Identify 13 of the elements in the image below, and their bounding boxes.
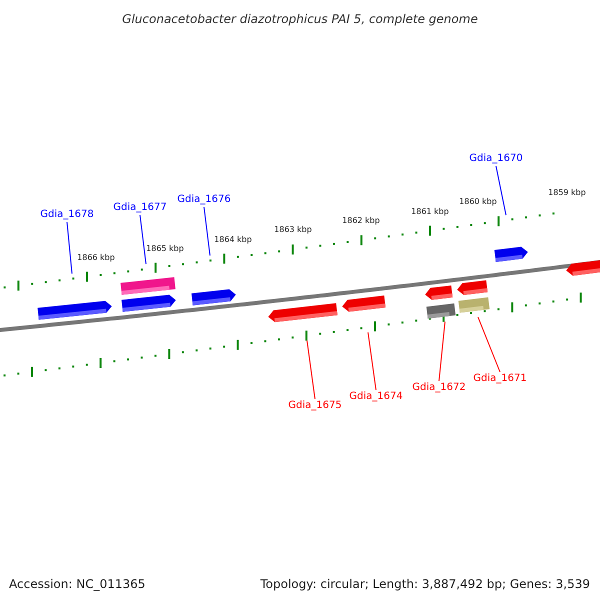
scale-label: 1861 kbp [410,206,450,217]
scale-label: 1864 kbp [213,234,253,245]
title: Gluconacetobacter diazotrophicus PAI 5, complete genome [121,11,479,28]
genome-info-text: Topology: circular; Length: 3,887,492 bp; Genes: 3,539 [260,576,590,593]
scale-label: 1866 kbp [76,252,116,263]
scale-label: 1859 kbp [547,188,587,198]
accession-text: Accession: NC_011365 [9,576,146,593]
scale-label: 1865 kbp [145,244,185,254]
scale-label: 1860 kbp [458,197,498,208]
gene-label: Gdia_1678 [32,208,102,222]
scale-label: 1862 kbp [341,216,381,226]
gene-label: Gdia_1670 [461,152,531,166]
scale-label: 1863 kbp [273,225,313,236]
